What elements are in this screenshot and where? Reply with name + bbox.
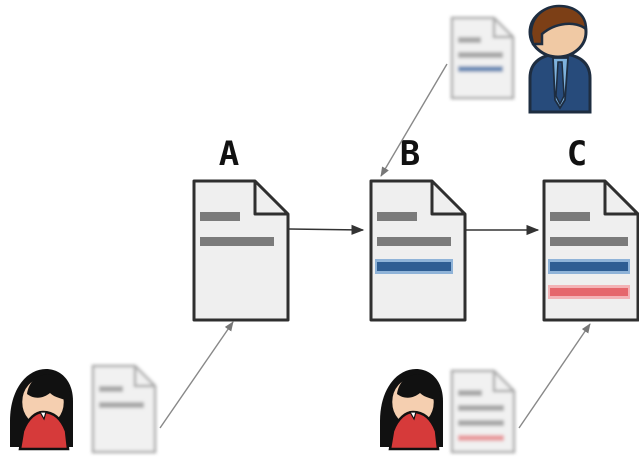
contribution-doc-bottom-right [450, 369, 516, 454]
doc-c-blue-line [550, 262, 628, 271]
doc-b-blue-line [377, 262, 451, 271]
doc-label-a: A [219, 134, 239, 174]
doc-a-gray-line-1 [200, 212, 240, 221]
arrow-a-to-b [288, 224, 365, 235]
doc-c-gray-line-1 [550, 212, 590, 221]
man-in-suit-icon [528, 4, 592, 114]
document-a [192, 179, 290, 322]
document-b [369, 179, 467, 322]
doc-label-c: C [567, 134, 587, 174]
arrow-bottom-right-contrib-to-c [518, 323, 591, 429]
document-c [542, 179, 639, 322]
doc-b-gray-line-2 [377, 237, 451, 246]
woman-red-shirt-icon [380, 369, 443, 451]
contribution-doc-bottom-left [91, 364, 157, 454]
doc-c-red-line [550, 288, 628, 296]
arrow-top-contrib-to-b [380, 63, 448, 177]
doc-label-b: B [400, 134, 420, 174]
arrow-bottom-left-contrib-to-a [159, 321, 234, 429]
doc-b-gray-line-1 [377, 212, 417, 221]
doc-a-gray-line-2 [200, 237, 274, 246]
woman-red-shirt-icon [10, 369, 73, 451]
doc-c-gray-line-2 [550, 237, 628, 246]
contribution-doc-top [450, 16, 515, 100]
